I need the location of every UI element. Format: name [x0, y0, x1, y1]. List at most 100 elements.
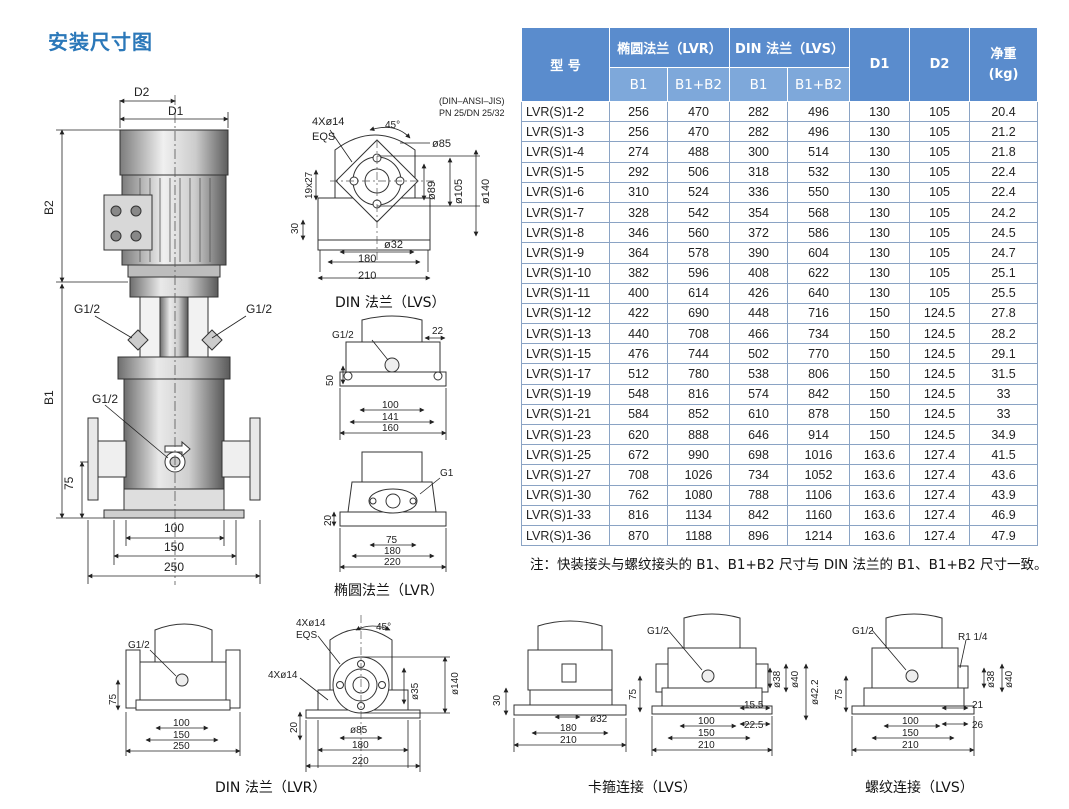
dim-30: 30: [290, 222, 301, 234]
value-cell: 550: [787, 181, 851, 203]
clamp-dim-30: 30: [492, 694, 503, 706]
value-cell: 614: [666, 282, 731, 304]
dim-19x27: 19x27: [304, 171, 315, 199]
value-cell: 1080: [666, 484, 731, 506]
value-cell: 1026: [666, 464, 731, 486]
thread-r114: R1 1/4: [958, 632, 988, 643]
model-cell: LVR(S)1-13: [521, 323, 610, 345]
din-lvs-view: (DIN–ANSI–JIS) PN 25/DN 25/32 4Xø14 EQS …: [290, 96, 505, 282]
value-cell: 514: [787, 141, 851, 163]
header-model: 型 号: [521, 27, 610, 102]
value-cell: 130: [849, 201, 911, 224]
value-cell: 105: [909, 161, 971, 183]
dim-100: 100: [164, 521, 184, 535]
clamp-dim-210: 210: [560, 735, 577, 746]
din-lvr-view: G1/2 75 100 150 250 4Xø14 EQS 4Xø14: [108, 615, 461, 772]
value-cell: 105: [909, 100, 971, 123]
clamp-d40: ø40: [790, 670, 801, 688]
value-cell: 620: [609, 423, 668, 446]
value-cell: 640: [787, 282, 851, 304]
oval-dim-20: 20: [323, 514, 334, 526]
value-cell: 41.5: [969, 444, 1039, 466]
model-cell: LVR(S)1-33: [521, 504, 610, 526]
value-cell: 25.1: [969, 262, 1039, 284]
value-cell: 336: [729, 181, 789, 203]
oval-dim-180: 180: [384, 546, 401, 557]
value-cell: 24.2: [969, 201, 1039, 224]
value-cell: 390: [729, 242, 789, 264]
dim-210: 210: [358, 270, 376, 282]
model-cell: LVR(S)1-9: [521, 242, 610, 264]
value-cell: 524: [666, 181, 731, 203]
header-din-b1b2: B1+B2: [787, 67, 851, 102]
value-cell: 124.5: [909, 423, 971, 446]
header-lvr-b1b2: B1+B2: [666, 67, 731, 102]
value-cell: 105: [909, 141, 971, 163]
dim-d140: ø140: [480, 179, 492, 204]
header-din-b1: B1: [729, 67, 789, 102]
value-cell: 842: [787, 383, 851, 405]
value-cell: 33: [969, 403, 1039, 426]
header-d1: D1: [849, 27, 911, 102]
caption-din-lvr: DIN 法兰（LVR）: [215, 780, 327, 796]
value-cell: 27.8: [969, 302, 1039, 325]
value-cell: 124.5: [909, 383, 971, 405]
value-cell: 29.1: [969, 343, 1039, 365]
caption-clamp-lvs: 卡箍连接（LVS）: [588, 780, 697, 796]
dim-180: 180: [358, 253, 376, 265]
value-cell: 130: [849, 121, 911, 143]
thread-dim-26: 26: [972, 720, 984, 731]
dim-b2: B2: [42, 200, 56, 215]
value-cell: 1188: [666, 524, 731, 547]
caption-din-lvs: DIN 法兰（LVS）: [335, 295, 446, 311]
dinlvr-dim-250: 250: [173, 741, 190, 752]
dinlvr-d85: ø85: [350, 725, 368, 736]
value-cell: 33: [969, 383, 1039, 405]
value-cell: 105: [909, 262, 971, 284]
model-cell: LVR(S)1-7: [521, 201, 610, 224]
model-cell: LVR(S)1-36: [521, 524, 610, 547]
clamp-dim-180: 180: [560, 723, 577, 734]
value-cell: 448: [729, 302, 789, 325]
dim-d32: ø32: [384, 239, 403, 251]
value-cell: 124.5: [909, 302, 971, 325]
value-cell: 256: [609, 100, 668, 123]
value-cell: 256: [609, 121, 668, 143]
thread-d38: ø38: [986, 670, 997, 688]
value-cell: 496: [787, 100, 851, 123]
value-cell: 150: [849, 383, 911, 405]
value-cell: 542: [666, 201, 731, 224]
value-cell: 346: [609, 222, 668, 244]
value-cell: 870: [609, 524, 668, 547]
value-cell: 426: [729, 282, 789, 304]
value-cell: 690: [666, 302, 731, 325]
oval-g1: G1: [440, 468, 454, 479]
dinlvr-d35: ø35: [410, 682, 421, 700]
value-cell: 150: [849, 363, 911, 385]
dinlvr-dim-150: 150: [173, 730, 190, 741]
value-cell: 762: [609, 484, 668, 506]
value-cell: 328: [609, 201, 668, 224]
value-cell: 105: [909, 282, 971, 304]
model-cell: LVR(S)1-2: [521, 100, 610, 123]
caption-oval-lvr: 椭圆法兰（LVR）: [334, 583, 444, 599]
holes-label: 4Xø14: [312, 116, 344, 128]
dinlvr-dim-220: 220: [352, 756, 369, 767]
value-cell: 130: [849, 262, 911, 284]
value-cell: 470: [666, 100, 731, 123]
value-cell: 488: [666, 141, 731, 163]
value-cell: 105: [909, 201, 971, 224]
value-cell: 163.6: [849, 464, 911, 486]
value-cell: 770: [787, 343, 851, 365]
dinlvr-g12: G1/2: [128, 640, 150, 651]
value-cell: 150: [849, 323, 911, 345]
value-cell: 532: [787, 161, 851, 183]
